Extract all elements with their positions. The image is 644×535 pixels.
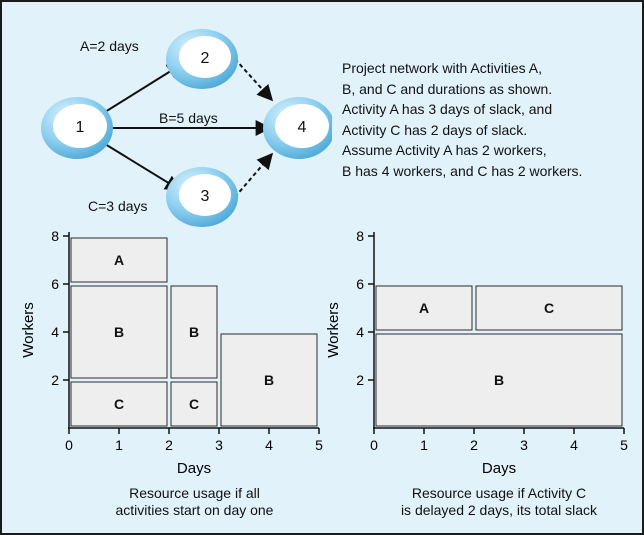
edge-1-2 bbox=[104, 63, 184, 113]
activity-block-label: A bbox=[419, 300, 429, 316]
right-resource-chart: B A C 0 1 2 3 4 5 2 4 6 8 Workers Days bbox=[325, 228, 628, 477]
x-tick-label: 0 bbox=[370, 437, 378, 453]
x-tick-label: 0 bbox=[65, 437, 73, 453]
activity-block-b bbox=[220, 333, 318, 427]
edge-label-a: A=2 days bbox=[80, 38, 139, 54]
edge-label-c: C=3 days bbox=[88, 198, 148, 214]
caption-line: is delayed 2 days, its total slack bbox=[400, 502, 598, 518]
y-tick-label: 4 bbox=[356, 324, 364, 340]
caption-line: activities start on day one bbox=[115, 502, 274, 518]
y-tick-label: 4 bbox=[51, 324, 59, 340]
activity-block-label: A bbox=[114, 252, 124, 268]
x-tick-label: 3 bbox=[215, 437, 223, 453]
y-tick-label: 2 bbox=[356, 372, 364, 388]
y-tick-label: 8 bbox=[51, 228, 59, 244]
description-line: B has 4 workers, and C has 2 workers. bbox=[342, 162, 583, 179]
node-3-label: 3 bbox=[201, 188, 210, 205]
description-line: Assume Activity A has 2 workers, bbox=[342, 142, 547, 159]
node-4-label: 4 bbox=[298, 119, 307, 136]
activity-block-c bbox=[170, 381, 218, 427]
x-tick-label: 2 bbox=[470, 437, 478, 453]
edge-label-b: B=5 days bbox=[159, 110, 218, 126]
project-network: 1 2 3 4 bbox=[41, 29, 332, 227]
caption-line: Resource usage if all bbox=[129, 485, 260, 501]
activity-block-label: B bbox=[189, 324, 199, 340]
activity-block-label: C bbox=[544, 300, 554, 316]
x-tick-label: 5 bbox=[620, 437, 628, 453]
node-1-label: 1 bbox=[76, 119, 85, 136]
activity-block-c bbox=[70, 381, 168, 427]
node-2: 2 bbox=[166, 29, 238, 89]
x-tick-label: 4 bbox=[265, 437, 273, 453]
x-tick-label: 1 bbox=[420, 437, 428, 453]
x-tick-label: 5 bbox=[315, 437, 323, 453]
x-tick-label: 2 bbox=[165, 437, 173, 453]
x-axis-label: Days bbox=[177, 460, 211, 477]
description-line: B, and C and durations as shown. bbox=[342, 80, 553, 97]
chart-blocks: B A C bbox=[375, 285, 623, 427]
activity-block-b bbox=[170, 285, 218, 379]
activity-block-label: C bbox=[189, 396, 199, 412]
y-tick-label: 6 bbox=[51, 276, 59, 292]
right-chart-caption: Resource usage if Activity C is delayed … bbox=[374, 485, 624, 519]
y-tick-label: 2 bbox=[51, 372, 59, 388]
left-resource-chart: C B A C B B 0 1 2 3 4 5 2 4 6 8 Workers Days bbox=[20, 228, 323, 477]
y-tick-label: 8 bbox=[356, 228, 364, 244]
y-axis-label: Workers bbox=[20, 302, 37, 358]
y-axis-label: Workers bbox=[325, 302, 342, 358]
node-4: 4 bbox=[263, 97, 332, 159]
description-line: Activity C has 2 days of slack. bbox=[342, 121, 528, 138]
left-chart-caption: Resource usage if all activities start o… bbox=[77, 485, 312, 519]
chart-blocks: C B A C B B bbox=[70, 237, 318, 427]
activity-block-label: B bbox=[264, 372, 274, 388]
activity-block-a bbox=[70, 237, 168, 283]
y-tick-label: 6 bbox=[356, 276, 364, 292]
x-tick-label: 3 bbox=[520, 437, 528, 453]
network-description: Project network with Activities A, B, an… bbox=[342, 58, 632, 182]
activity-block-a bbox=[375, 285, 473, 331]
activity-block-c bbox=[475, 285, 623, 331]
node-1: 1 bbox=[41, 97, 113, 159]
activity-block-label: B bbox=[114, 324, 124, 340]
caption-line: Resource usage if Activity C bbox=[411, 485, 587, 501]
axis-ticks: 0 1 2 3 4 5 2 4 6 8 bbox=[356, 228, 628, 453]
edge-2-4-dummy bbox=[234, 58, 274, 102]
node-2-label: 2 bbox=[201, 50, 210, 67]
x-tick-label: 1 bbox=[115, 437, 123, 453]
activity-block-b bbox=[375, 333, 623, 427]
description-line: Project network with Activities A, bbox=[342, 60, 542, 76]
edge-1-3 bbox=[104, 143, 182, 191]
activity-block-label: B bbox=[494, 372, 504, 388]
axis-ticks: 0 1 2 3 4 5 2 4 6 8 bbox=[51, 228, 323, 453]
description-line: Activity A has 3 days of slack, and bbox=[342, 101, 553, 118]
node-3: 3 bbox=[166, 167, 238, 227]
activity-block-label: C bbox=[114, 396, 124, 412]
edge-3-4-dummy bbox=[234, 152, 274, 198]
activity-block-b bbox=[70, 285, 168, 379]
x-tick-label: 4 bbox=[570, 437, 578, 453]
x-axis-label: Days bbox=[482, 460, 516, 477]
